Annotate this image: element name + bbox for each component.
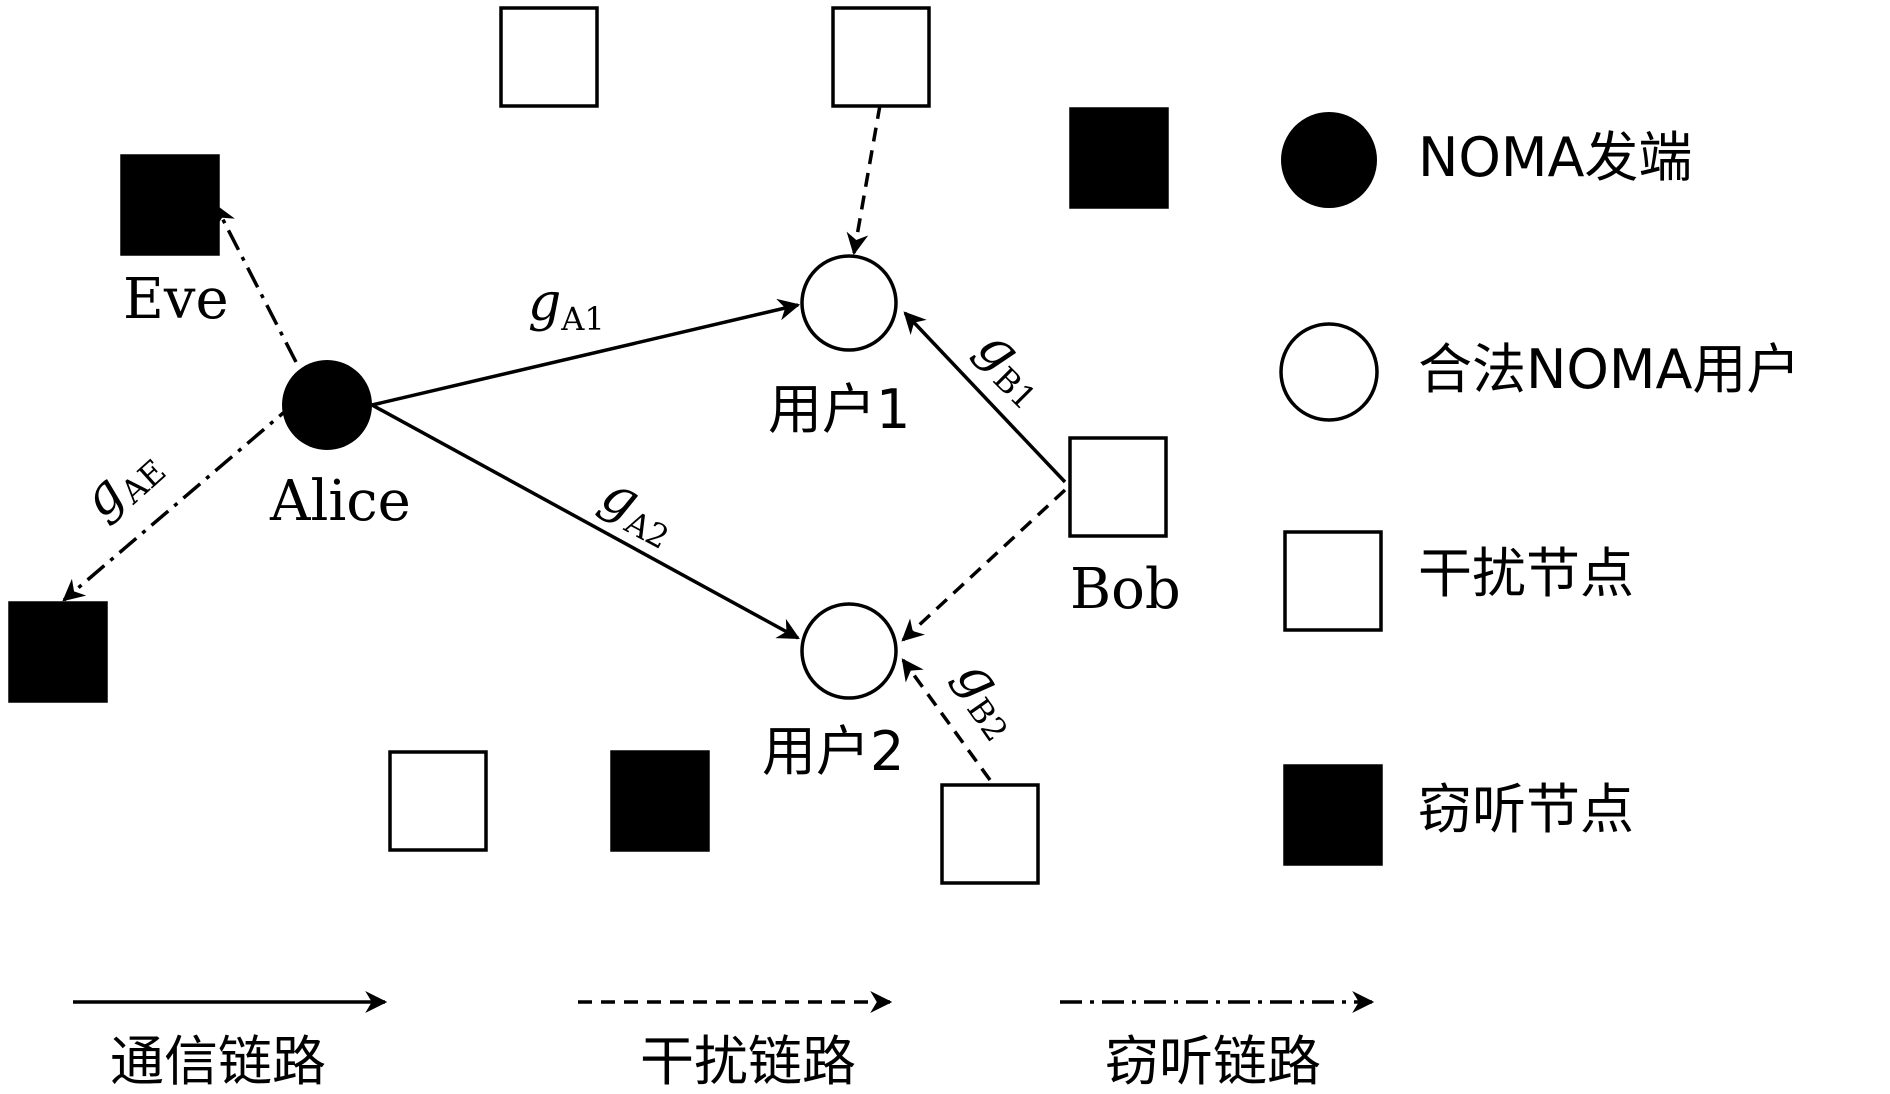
gain-b1-label: gB1 [962, 317, 1063, 418]
link-jammer-user1 [846, 104, 882, 256]
link-bob-user1 [903, 311, 1067, 484]
legend-jammer-label: 干扰节点 [1418, 542, 1634, 605]
link-alice-eve [214, 204, 298, 363]
jammer-node [388, 750, 488, 852]
legend-jam-label: 干扰链路 [640, 1030, 856, 1093]
link-alice-user1 [371, 298, 801, 407]
link-alice-user2 [371, 403, 800, 640]
eavesdropper-node [8, 601, 108, 703]
legend-comm-label: 通信链路 [110, 1030, 326, 1093]
jammer-node [940, 783, 1040, 885]
legend-eaves-label: 窃听链路 [1105, 1030, 1321, 1093]
legend-legit-user-icon [1279, 322, 1379, 422]
eavesdropper-node [610, 750, 710, 852]
eavesdropper-node-eve [120, 154, 220, 256]
jammer-node [499, 6, 599, 108]
user2-node [800, 602, 898, 700]
bob-label: Bob [1070, 557, 1181, 622]
legend-legit-user-label: 合法NOMA用户 [1418, 338, 1800, 401]
user1-node [800, 254, 898, 352]
legend-noma-tx-label: NOMA发端 [1418, 126, 1692, 189]
link-alice-eave2 [62, 400, 298, 602]
alice-node [282, 360, 372, 450]
legend-noma-tx-icon [1281, 112, 1377, 208]
user2-label: 用户2 [762, 720, 904, 783]
gain-a2-label: gA2 [590, 464, 688, 557]
alice-label: Alice [269, 469, 411, 534]
user1-label: 用户1 [768, 378, 910, 441]
jammer-node [831, 6, 931, 108]
gain-a1-label: gA1 [528, 273, 605, 338]
eve-label: Eve [123, 267, 229, 332]
link-bob-user2 [901, 488, 1067, 642]
eavesdropper-node [1069, 107, 1169, 209]
legend-eavesdropper-label: 窃听节点 [1418, 778, 1634, 841]
legend-jammer-icon [1283, 530, 1383, 632]
link-jammer-user2 [901, 658, 992, 782]
legend-eavesdropper-icon [1283, 764, 1383, 866]
jammer-node-bob [1068, 436, 1168, 538]
